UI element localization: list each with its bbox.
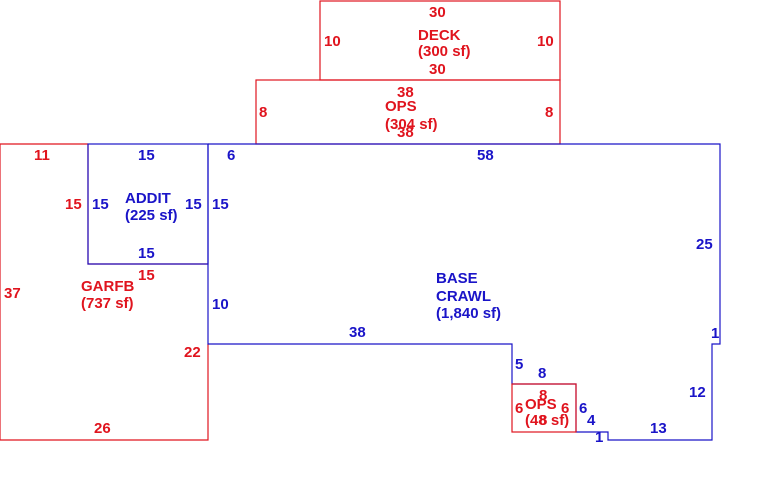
dim-garfb-right: 22 bbox=[184, 344, 201, 361]
deck-name: DECK bbox=[418, 27, 461, 44]
addit-area: (225 sf) bbox=[125, 207, 178, 224]
dim-ops-top-right: 8 bbox=[545, 104, 553, 121]
dim-ops-top-left: 8 bbox=[259, 104, 267, 121]
dim-base-step-left: 5 bbox=[515, 356, 523, 373]
dim-addit-right: 15 bbox=[185, 196, 202, 213]
dim-base-top-short: 6 bbox=[227, 147, 235, 164]
dim-ops-top-bottom: 38 bbox=[397, 124, 414, 141]
ops-small-name: OPS bbox=[525, 396, 557, 413]
base-name-2: CRAWL bbox=[436, 288, 491, 305]
dim-deck-bottom: 30 bbox=[429, 61, 446, 78]
ops-top-area: (304 sf) bbox=[385, 116, 438, 133]
dim-deck-left: 10 bbox=[324, 33, 341, 50]
dim-base-bottom-right: 13 bbox=[650, 420, 667, 437]
garfb-outline bbox=[0, 143, 209, 441]
dim-garfb-top: 11 bbox=[34, 147, 50, 164]
base-name-1: BASE bbox=[436, 270, 478, 287]
ops-small-area: (48 sf) bbox=[525, 412, 569, 429]
ops-small-outline bbox=[511, 383, 577, 433]
dim-base-right: 25 bbox=[696, 236, 713, 253]
dim-garfb-addit-side: 15 bbox=[65, 196, 82, 213]
garfb-name: GARFB bbox=[81, 278, 134, 295]
dim-base-step-top: 8 bbox=[538, 365, 546, 382]
dim-base-right-lower: 12 bbox=[689, 384, 706, 401]
dim-addit-top: 15 bbox=[138, 147, 155, 164]
dim-garfb-left: 37 bbox=[4, 285, 21, 302]
addit-name: ADDIT bbox=[125, 190, 171, 207]
dim-ops-small-left: 6 bbox=[515, 400, 523, 417]
dim-deck-top: 30 bbox=[429, 4, 446, 21]
dim-base-notch-small: 1 bbox=[595, 429, 603, 446]
dim-ops-top-top: 38 bbox=[397, 84, 414, 101]
dim-base-bottom: 38 bbox=[349, 324, 366, 341]
dim-addit-bottom: 15 bbox=[138, 245, 155, 262]
deck-area: (300 sf) bbox=[418, 43, 471, 60]
dim-base-left-lower: 10 bbox=[212, 296, 229, 313]
base-crawl-outline bbox=[207, 143, 721, 441]
dim-base-top: 58 bbox=[477, 147, 494, 164]
dim-garfb-addit-bottom: 15 bbox=[138, 267, 155, 284]
dim-ops-small-top: 8 bbox=[539, 387, 547, 404]
base-area: (1,840 sf) bbox=[436, 305, 501, 322]
garfb-area: (737 sf) bbox=[81, 295, 134, 312]
dim-base-right-jog: 1 bbox=[711, 325, 719, 342]
dim-ops-small-bottom: 8 bbox=[539, 412, 547, 429]
ops-top-name: OPS bbox=[385, 98, 417, 115]
dim-deck-right: 10 bbox=[537, 33, 554, 50]
dim-base-notch: 4 bbox=[587, 412, 596, 429]
dim-base-left-upper: 15 bbox=[212, 196, 229, 213]
dim-ops-small-right: 6 bbox=[561, 400, 569, 417]
dim-base-step-right: 6 bbox=[579, 400, 587, 417]
dim-garfb-bottom: 26 bbox=[94, 420, 111, 437]
dim-addit-left: 15 bbox=[92, 196, 109, 213]
